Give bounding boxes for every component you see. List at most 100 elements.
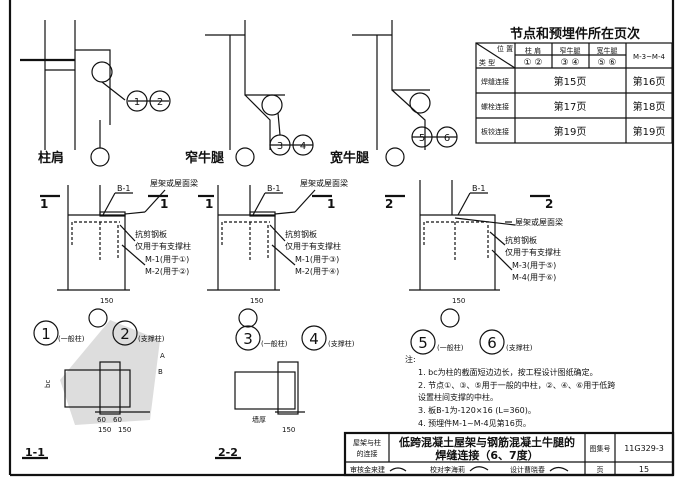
subheader-1-2: ① ② — [524, 58, 543, 68]
label: M-2(用于②) — [145, 267, 189, 276]
elevation-wide-corbel: 5 6 宽牛腿 — [329, 20, 458, 167]
label: M-3(用于⑤) — [512, 261, 556, 270]
label: 4 — [309, 330, 319, 348]
label: 60 — [113, 416, 122, 424]
label: 2. 节点①、③、⑤用于一般的中柱，②、④、⑥用于低跨 — [418, 380, 615, 390]
label: 第16页 — [633, 75, 666, 88]
label: (一般柱) — [437, 343, 464, 352]
label: (支撑柱) — [328, 339, 355, 348]
label: 3 — [277, 141, 283, 152]
drawing-title: 低跨混凝土屋架与钢筋混凝土牛腿的 — [398, 435, 575, 449]
subheader-3-4: ③ ④ — [561, 58, 580, 68]
section-1: 1 1 B-1 屋架或屋面梁 抗剪钢板 仅用于有支撑柱 M-1(用于①) M-2… — [40, 178, 198, 328]
label: 1. bc为柱的截面短边边长，按工程设计图纸确定。 — [418, 367, 598, 377]
label: (一般柱) — [261, 339, 288, 348]
elevation-narrow-corbel: 3 4 窄牛腿 — [185, 20, 314, 167]
label: M-4(用于⑥) — [512, 273, 556, 282]
table-row: 螺栓连接 第17页 第18页 — [481, 100, 665, 113]
label: 仅用于有支撑柱 — [135, 241, 191, 251]
header-column-shoulder: 柱 肩 — [525, 46, 541, 55]
table-row: 板铰连接 第19页 第19页 — [481, 125, 665, 138]
label: 2 — [385, 197, 393, 211]
label: 150 — [250, 297, 263, 305]
label: (一般柱) — [58, 334, 85, 343]
label: 2 — [157, 97, 163, 108]
label: 2 — [545, 197, 553, 211]
label: 6 — [487, 334, 497, 352]
label: 第15页 — [554, 75, 587, 88]
title-block: 屋架与柱 的连接 低跨混凝土屋架与钢筋混凝土牛腿的 焊缝连接（6、7度） 图集号… — [343, 431, 675, 477]
label: 的连接 — [357, 449, 378, 458]
section-2: 1 1 B-1 屋架或屋面梁 抗剪钢板 仅用于有支撑柱 M-1(用于③) M-2… — [198, 178, 348, 328]
label: 设置柱间支撑的中柱。 — [418, 392, 498, 402]
label: 屋架或屋面梁 — [300, 178, 348, 188]
label: M-1(用于①) — [145, 255, 189, 264]
label: 6 — [444, 133, 450, 144]
label: 2 — [120, 325, 130, 343]
label: 板铰连接 — [481, 127, 509, 136]
label: (支撑柱) — [138, 334, 165, 343]
label: 仅用于有支撑柱 — [285, 241, 341, 251]
label: 焊缝连接（6、7度） — [435, 448, 538, 462]
label: 图集号 — [590, 444, 611, 453]
subheader-5-6: ⑤ ⑥ — [598, 58, 617, 68]
detail-1-2: 1 (一般柱) 2 (支撑柱) A B bc 60 60 150 150 1-1 — [22, 320, 165, 460]
label: 150 — [98, 426, 111, 434]
label: 1 — [205, 197, 213, 211]
label: 第19页 — [633, 125, 666, 138]
page-number: 15 — [639, 465, 649, 474]
label: 150 — [100, 297, 113, 305]
label: 150 — [118, 426, 131, 434]
label: M-2(用于④) — [295, 267, 339, 276]
label: B — [158, 368, 163, 376]
label: 1 — [40, 197, 48, 211]
label: 150 — [282, 426, 295, 434]
label: 5 — [418, 334, 428, 352]
index-table: 节点和预埋件所在页次 位 置 类 型 柱 肩 窄牛腿 宽牛腿 M-3~M-4 ①… — [475, 26, 673, 144]
label-column-shoulder: 柱肩 — [38, 150, 64, 166]
notes: 5 (一般柱) 6 (支撑柱) 注: 1. bc为柱的截面短边边长，按工程设计图… — [405, 329, 615, 428]
label: 5 — [419, 133, 425, 144]
label: 金来建 — [364, 465, 385, 474]
elevation-column-shoulder: 1 2 柱肩 — [20, 20, 171, 167]
label: 1 — [134, 97, 140, 108]
corner-top: 位 置 — [497, 44, 513, 53]
label: 1 — [41, 325, 51, 343]
label: 抗剪钢板 — [135, 229, 167, 239]
label: 2-2 — [218, 446, 238, 459]
label: 墙厚 — [252, 415, 266, 424]
table-row: 焊缝连接 第15页 第16页 — [481, 75, 665, 88]
label: 屋架或屋面梁 — [515, 217, 563, 227]
label: M-1(用于③) — [295, 255, 339, 264]
header-narrow-corbel: 窄牛腿 — [560, 46, 581, 55]
label: 仅用于有支撑柱 — [505, 247, 561, 257]
label: 设计 — [510, 465, 524, 474]
label: 审核 — [350, 465, 364, 474]
atlas-number: 11G329-3 — [624, 444, 664, 453]
label-wide-corbel: 宽牛腿 — [329, 150, 369, 166]
label: 1 — [327, 197, 335, 211]
label: B-1 — [117, 184, 130, 193]
label: 第18页 — [633, 100, 666, 113]
section-3: 2 2 B-1 屋架或屋面梁 抗剪钢板 仅用于有支撑柱 M-3(用于⑤) M-4… — [385, 180, 563, 328]
label: 曹晓春 — [524, 465, 545, 474]
corner-bottom: 类 型 — [479, 58, 495, 67]
label: B-1 — [472, 184, 485, 193]
label: 屋架或屋面梁 — [150, 178, 198, 188]
label: (支撑柱) — [506, 343, 533, 352]
signatures — [389, 466, 569, 472]
label: 3 — [243, 330, 253, 348]
label: 屋架与柱 — [353, 438, 381, 447]
label: 第17页 — [554, 100, 587, 113]
label: 第19页 — [554, 125, 587, 138]
label: 1 — [160, 197, 168, 211]
label: 3. 板B-1为-120×16 (L=360)。 — [418, 405, 536, 415]
label: bc — [44, 380, 52, 388]
index-table-title: 节点和预埋件所在页次 — [510, 26, 640, 42]
label: A — [160, 352, 165, 360]
label: 150 — [452, 297, 465, 305]
label: 螺栓连接 — [481, 102, 509, 111]
detail-3-4: 3 (一般柱) 4 (支撑柱) 墙厚 150 2-2 — [215, 325, 355, 460]
label: 李海莉 — [444, 465, 465, 474]
